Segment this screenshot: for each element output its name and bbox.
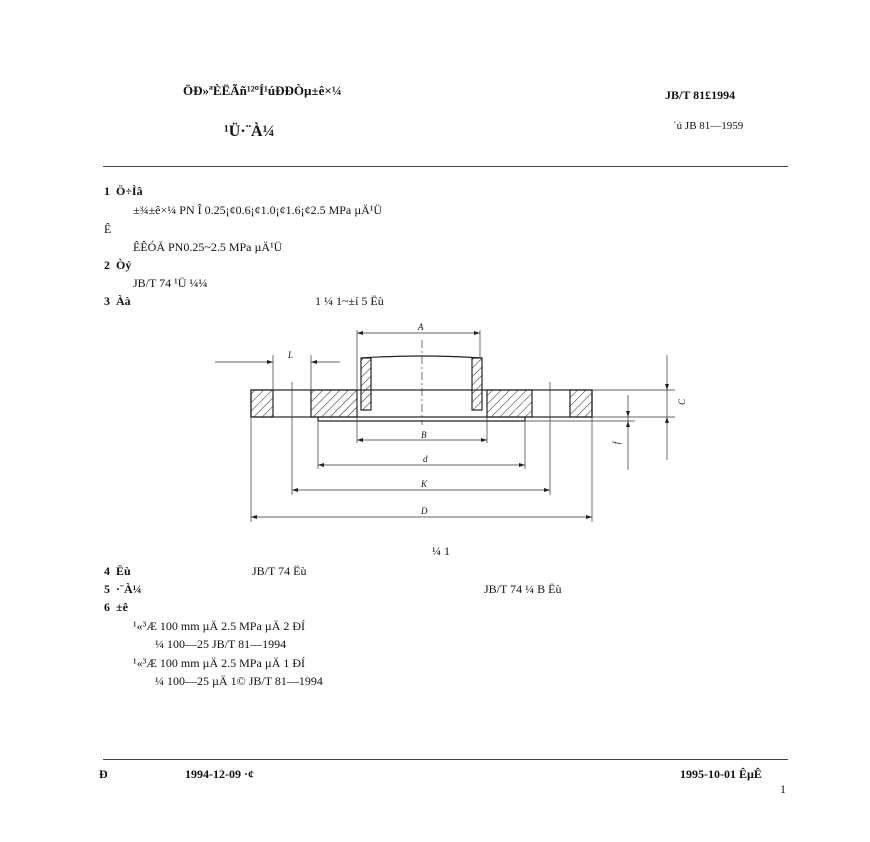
section-6-heading: 6 ±ê: [104, 600, 128, 614]
section-4-heading: 4 Ëù: [104, 564, 131, 578]
section-3-line: 1 ¼ 1~±í 5 Ëù: [315, 294, 384, 308]
figure-caption: ¼ 1: [432, 544, 450, 558]
dim-label-C: C: [677, 398, 688, 406]
replaces-note: ´ú JB 81—1959: [673, 120, 744, 132]
section-6-line: ¼ 100—25 JB/T 81—1994: [155, 637, 287, 651]
page-number: 1: [780, 782, 786, 796]
document-title: ¹Ü·¨À¼: [224, 123, 275, 140]
section-1-line: ÊÊÓÃ PN0.25~2.5 MPa µÄ¹Ü: [133, 240, 283, 254]
section-5-line: JB/T 74 ¼ B Ëù: [484, 582, 562, 596]
header-divider: [103, 166, 788, 167]
dim-label-d: d: [423, 454, 428, 464]
section-4-line: JB/T 74 Ëù: [252, 564, 307, 578]
footer-divider: [103, 759, 788, 760]
issue-date: 1994-12-09 ·¢: [185, 767, 254, 781]
standard-number: JB/T 81£­1994: [665, 88, 736, 102]
section-6-line: ¼ 100—25 µÄ 1© JB/T 81—1994: [155, 674, 323, 688]
section-3-heading: 3 Àà: [104, 294, 131, 308]
dim-label-L: L: [288, 350, 294, 360]
section-6-line: ¹«³Æ 100 mm µÄ 2.5 MPa µÄ 2 ÐÍ: [133, 619, 306, 633]
dim-label-D: D: [421, 506, 428, 516]
section-6-line: ¹«³Æ 100 mm µÄ 2.5 MPa µÄ 1 ÐÍ: [133, 656, 306, 670]
section-1-heading: 1 Ö÷Ìâ: [104, 184, 143, 198]
section-1-line: ±¾±ê×¼ PN Î 0.25¡¢0.6¡¢1.0¡¢1.6¡¢2.5 MPa…: [133, 203, 383, 217]
effective-date: 1995-10-01 ÊµÊ: [680, 767, 762, 781]
section-2-line: JB/T 74 ¹Ü ¼¼: [133, 276, 208, 290]
dim-label-K: K: [421, 479, 428, 489]
dim-label-B: B: [421, 430, 427, 440]
dim-label-f: f: [611, 441, 622, 445]
publisher-name: ÖÐ»ªÈËÃñ¹²ºÍ¹úÐÐÒµ±ê×¼: [183, 83, 342, 98]
section-5-heading: 5 ·¨À¼: [104, 582, 142, 596]
section-1-line: Ê: [104, 222, 112, 236]
dim-label-A: A: [418, 322, 424, 332]
footer-label: Ð: [99, 767, 108, 781]
section-2-heading: 2 Òý: [104, 258, 132, 272]
